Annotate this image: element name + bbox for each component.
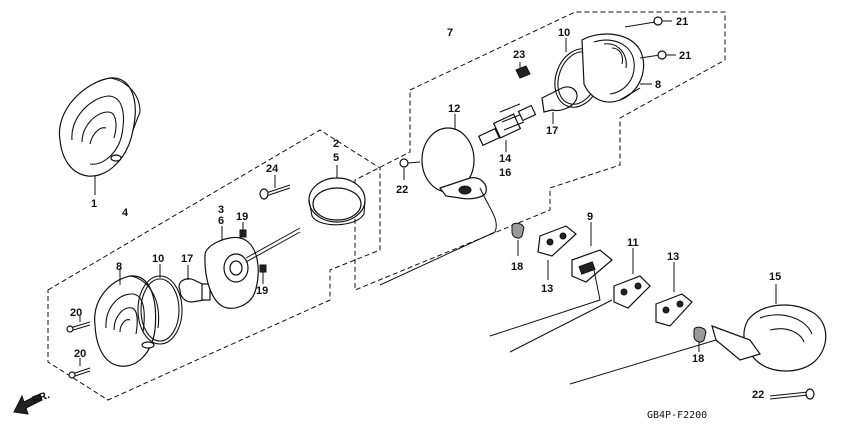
nut-23 bbox=[515, 65, 531, 79]
screw-22-lower bbox=[769, 388, 815, 400]
callout-3: 3 bbox=[218, 204, 224, 216]
callout-21-upper: 21 bbox=[676, 16, 688, 28]
callout-11: 11 bbox=[627, 237, 639, 249]
turn-signal-15 bbox=[569, 304, 827, 385]
callout-13-lower: 13 bbox=[667, 251, 679, 263]
screw-24 bbox=[259, 184, 291, 200]
callout-21-lower: 21 bbox=[679, 50, 691, 62]
screw-21-lower bbox=[639, 50, 667, 60]
socket-14-16 bbox=[477, 103, 537, 147]
callout-18-upper: 18 bbox=[511, 261, 523, 273]
callout-19-upper: 19 bbox=[236, 211, 248, 223]
lens-part-8-left bbox=[94, 275, 160, 367]
base-12 bbox=[379, 127, 497, 286]
callout-17-right: 17 bbox=[546, 125, 558, 137]
callout-20-upper: 20 bbox=[70, 307, 82, 319]
callout-8-left: 8 bbox=[116, 261, 122, 273]
callout-20-lower: 20 bbox=[74, 348, 86, 360]
pad-13-lower bbox=[655, 293, 693, 327]
left-assembly-boundary bbox=[47, 129, 381, 401]
callout-17-left: 17 bbox=[181, 253, 193, 265]
front-direction-arrow-icon bbox=[13, 393, 43, 415]
pad-13-upper bbox=[537, 225, 577, 257]
callout-22-lower: 22 bbox=[752, 389, 764, 401]
direction-label: FR. bbox=[31, 389, 52, 407]
callout-14: 14 bbox=[499, 153, 512, 165]
clip-19-lower bbox=[259, 264, 267, 273]
callout-1: 1 bbox=[91, 198, 97, 210]
screw-20-lower bbox=[68, 367, 91, 379]
lens-part-8-right bbox=[581, 33, 645, 103]
lens-part-1 bbox=[58, 77, 141, 177]
screw-21-upper bbox=[624, 16, 663, 28]
callout-12: 12 bbox=[448, 103, 460, 115]
callout-10-left: 10 bbox=[152, 253, 164, 265]
housing-cup-2-5 bbox=[308, 177, 366, 226]
bulb-17-left bbox=[178, 278, 211, 303]
callout-6: 6 bbox=[218, 215, 224, 227]
callout-9: 9 bbox=[587, 211, 593, 223]
callout-5: 5 bbox=[333, 152, 339, 164]
spacer-18-lower bbox=[693, 326, 707, 343]
holder-9 bbox=[489, 249, 613, 337]
callout-13-upper: 13 bbox=[541, 283, 553, 295]
callout-16: 16 bbox=[499, 167, 511, 179]
callout-23: 23 bbox=[513, 49, 525, 61]
figure-code: GB4P-F2200 bbox=[647, 410, 707, 421]
clip-19-upper bbox=[239, 229, 247, 238]
socket-housing-6 bbox=[204, 227, 301, 309]
callout-24: 24 bbox=[266, 163, 279, 175]
right-assembly-boundary bbox=[354, 11, 726, 291]
screw-22-upper bbox=[399, 158, 421, 168]
callout-7: 7 bbox=[447, 27, 453, 39]
callout-2: 2 bbox=[333, 138, 339, 150]
pad-11 bbox=[509, 275, 651, 353]
callout-18-lower: 18 bbox=[692, 353, 704, 365]
callout-10-right: 10 bbox=[558, 27, 570, 39]
spacer-18-upper bbox=[511, 222, 525, 239]
callout-22-upper: 22 bbox=[396, 184, 408, 196]
screw-20-upper bbox=[66, 321, 91, 333]
callout-4: 4 bbox=[122, 207, 129, 219]
callout-8-right: 8 bbox=[655, 79, 661, 91]
callout-15: 15 bbox=[769, 271, 781, 283]
callout-19-lower: 19 bbox=[256, 285, 268, 297]
